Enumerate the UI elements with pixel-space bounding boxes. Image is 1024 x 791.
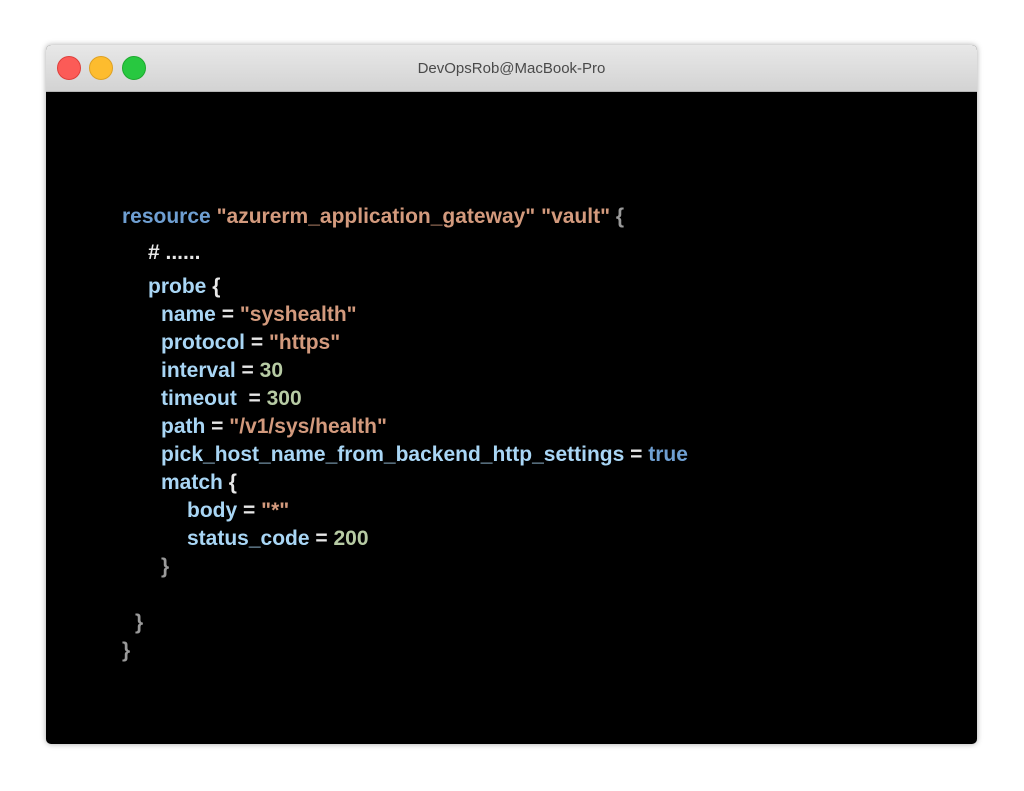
attribute-value: 200	[333, 527, 369, 550]
code-line-interval: interval = 30	[161, 358, 283, 384]
open-brace: {	[228, 471, 237, 494]
zoom-button[interactable]	[122, 56, 146, 80]
resource-keyword: resource	[122, 205, 211, 228]
close-button[interactable]	[57, 56, 81, 80]
equals-sign: =	[241, 359, 254, 382]
equals-sign: =	[250, 331, 264, 354]
attribute-value: "/v1/sys/health"	[229, 415, 387, 438]
attribute-key: pick_host_name_from_backend_http_setting…	[161, 443, 625, 466]
title-bar[interactable]: DevOpsRob@MacBook-Pro	[46, 45, 977, 92]
terminal-window: DevOpsRob@MacBook-Pro resource "azurerm_…	[46, 45, 977, 744]
equals-sign: =	[242, 387, 261, 410]
attribute-key: interval	[161, 359, 236, 382]
match-block-name: match	[161, 471, 223, 494]
code-line-match: match {	[161, 470, 237, 496]
attribute-value: "syshealth"	[239, 303, 357, 326]
close-brace: }	[135, 611, 144, 634]
code-line-comment: # ......	[148, 240, 201, 266]
equals-sign: =	[315, 527, 328, 550]
code-line-probe: probe {	[148, 274, 220, 300]
close-brace: }	[122, 639, 131, 662]
attribute-value: "https"	[268, 331, 341, 354]
probe-block-name: probe	[148, 275, 207, 298]
attribute-value: true	[648, 443, 688, 466]
code-line-probe-close: }	[135, 610, 143, 636]
attribute-value: 30	[259, 359, 284, 382]
open-brace: {	[212, 275, 221, 298]
minimize-button[interactable]	[89, 56, 113, 80]
attribute-key: timeout	[161, 387, 237, 410]
code-line-resource-close: }	[122, 638, 130, 664]
code-line-status-code: status_code = 200	[187, 526, 369, 552]
attribute-key: path	[161, 415, 206, 438]
code-line-pick-host: pick_host_name_from_backend_http_setting…	[161, 442, 688, 468]
equals-sign: =	[243, 499, 256, 522]
code-line-name: name = "syshealth"	[161, 302, 357, 328]
comment-text: # ......	[148, 241, 201, 264]
window-title: DevOpsRob@MacBook-Pro	[417, 60, 606, 77]
open-brace: {	[615, 205, 625, 228]
code-area[interactable]: resource "azurerm_application_gateway" "…	[46, 92, 977, 744]
attribute-key: body	[187, 499, 238, 522]
code-line-resource: resource "azurerm_application_gateway" "…	[122, 204, 624, 230]
attribute-value: "*"	[261, 499, 290, 522]
attribute-key: status_code	[187, 527, 310, 550]
code-line-timeout: timeout = 300	[161, 386, 302, 412]
attribute-value: 300	[266, 387, 302, 410]
resource-name: "vault"	[541, 205, 611, 228]
resource-type: "azurerm_application_gateway"	[216, 205, 536, 228]
attribute-key: name	[161, 303, 216, 326]
code-line-path: path = "/v1/sys/health"	[161, 414, 387, 440]
equals-sign: =	[630, 443, 643, 466]
code-line-body: body = "*"	[187, 498, 289, 524]
code-line-protocol: protocol = "https"	[161, 330, 340, 356]
close-brace: }	[161, 555, 170, 578]
code-line-match-close: }	[161, 554, 169, 580]
equals-sign: =	[221, 303, 234, 326]
attribute-key: protocol	[161, 331, 245, 354]
equals-sign: =	[211, 415, 224, 438]
